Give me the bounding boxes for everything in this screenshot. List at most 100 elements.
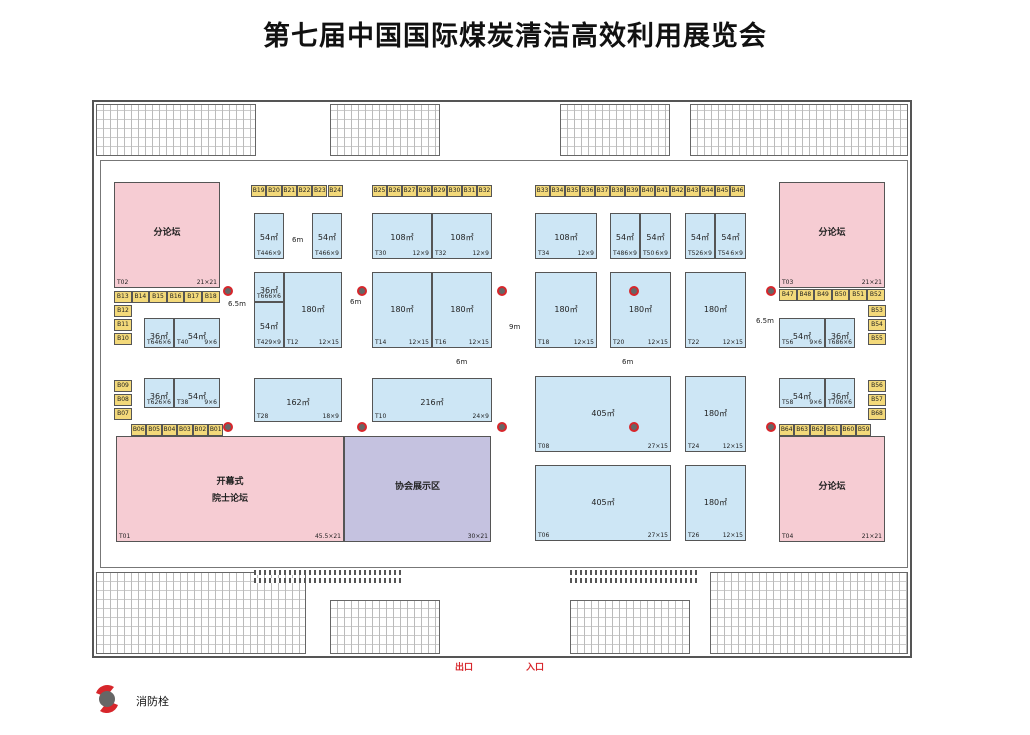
standard-booth[interactable]: B21: [281, 185, 297, 197]
standard-booth[interactable]: B64: [779, 424, 795, 436]
standard-booth[interactable]: B59: [856, 424, 872, 436]
standard-booth[interactable]: B33: [535, 185, 550, 197]
standard-booth[interactable]: B17: [184, 291, 202, 303]
standard-booth[interactable]: B29: [432, 185, 447, 197]
standard-booth[interactable]: B25: [372, 185, 387, 197]
standard-booth[interactable]: B31: [462, 185, 477, 197]
standard-booth[interactable]: B02: [192, 424, 208, 436]
standard-booth[interactable]: B19: [251, 185, 267, 197]
standard-booth[interactable]: B60: [840, 424, 856, 436]
standard-booth[interactable]: B28: [417, 185, 432, 197]
standard-booth[interactable]: B24: [327, 185, 343, 197]
standard-booth[interactable]: B55: [868, 333, 886, 345]
standard-booth[interactable]: B12: [114, 305, 132, 317]
standard-booth[interactable]: B36: [580, 185, 595, 197]
standard-booth[interactable]: B53: [868, 305, 886, 317]
standard-booth[interactable]: B39: [625, 185, 640, 197]
standard-booth[interactable]: B13: [114, 291, 132, 303]
standard-booth[interactable]: B18: [202, 291, 220, 303]
standard-booth[interactable]: B42: [670, 185, 685, 197]
standard-booth[interactable]: B56: [868, 380, 886, 392]
standard-booth[interactable]: B54: [868, 319, 886, 331]
standard-booth[interactable]: B27: [402, 185, 417, 197]
standard-booth[interactable]: B43: [685, 185, 700, 197]
forum-zone[interactable]: 分论坛 T04 21×21: [779, 436, 885, 542]
standard-booth[interactable]: B26: [387, 185, 402, 197]
opening-forum-zone[interactable]: 开幕式 院士论坛 T01 45.5×21: [116, 436, 344, 542]
standard-booth[interactable]: B44: [700, 185, 715, 197]
standard-booth[interactable]: B03: [177, 424, 193, 436]
standard-booth[interactable]: B01: [208, 424, 224, 436]
standard-booth[interactable]: B38: [610, 185, 625, 197]
standard-booth[interactable]: B34: [550, 185, 565, 197]
standard-booth[interactable]: B11: [114, 319, 132, 331]
standard-booth[interactable]: B48: [796, 289, 815, 301]
standard-booth[interactable]: B16: [166, 291, 185, 303]
standard-booth[interactable]: B30: [447, 185, 462, 197]
standard-booth[interactable]: B57: [868, 394, 886, 406]
standard-booth[interactable]: B08: [114, 394, 132, 406]
forum-zone[interactable]: 分论坛 T02 21×21: [114, 182, 220, 288]
standard-booth[interactable]: B32: [477, 185, 492, 197]
standard-booth[interactable]: B62: [809, 424, 826, 436]
standard-booth[interactable]: B41: [655, 185, 670, 197]
standard-booth[interactable]: B40: [640, 185, 655, 197]
standard-booth[interactable]: B47: [779, 289, 797, 301]
standard-booth[interactable]: B35: [565, 185, 580, 197]
association-zone[interactable]: 协会展示区 30×21: [344, 436, 491, 542]
standard-booth[interactable]: B14: [131, 291, 150, 303]
standard-booth[interactable]: B15: [149, 291, 167, 303]
standard-booth[interactable]: B23: [312, 185, 328, 197]
standard-booth[interactable]: B52: [867, 289, 885, 301]
standard-booth[interactable]: B06: [131, 424, 147, 436]
standard-booth[interactable]: B22: [296, 185, 313, 197]
forum-zone[interactable]: 分论坛 T03 21×21: [779, 182, 885, 288]
standard-booth[interactable]: B61: [825, 424, 841, 436]
standard-booth[interactable]: B07: [114, 408, 132, 420]
standard-booth[interactable]: B51: [849, 289, 867, 301]
standard-booth[interactable]: B49: [814, 289, 832, 301]
standard-booth[interactable]: B20: [266, 185, 282, 197]
standard-booth[interactable]: B10: [114, 333, 132, 345]
standard-booth[interactable]: B50: [831, 289, 850, 301]
standard-booth[interactable]: B05: [146, 424, 162, 436]
standard-booth[interactable]: B37: [595, 185, 610, 197]
standard-booth[interactable]: B68: [868, 408, 886, 420]
standard-booth[interactable]: B09: [114, 380, 132, 392]
standard-booth[interactable]: B45: [715, 185, 730, 197]
standard-booth[interactable]: B63: [794, 424, 810, 436]
standard-booth[interactable]: B04: [161, 424, 178, 436]
standard-booth[interactable]: B46: [730, 185, 745, 197]
